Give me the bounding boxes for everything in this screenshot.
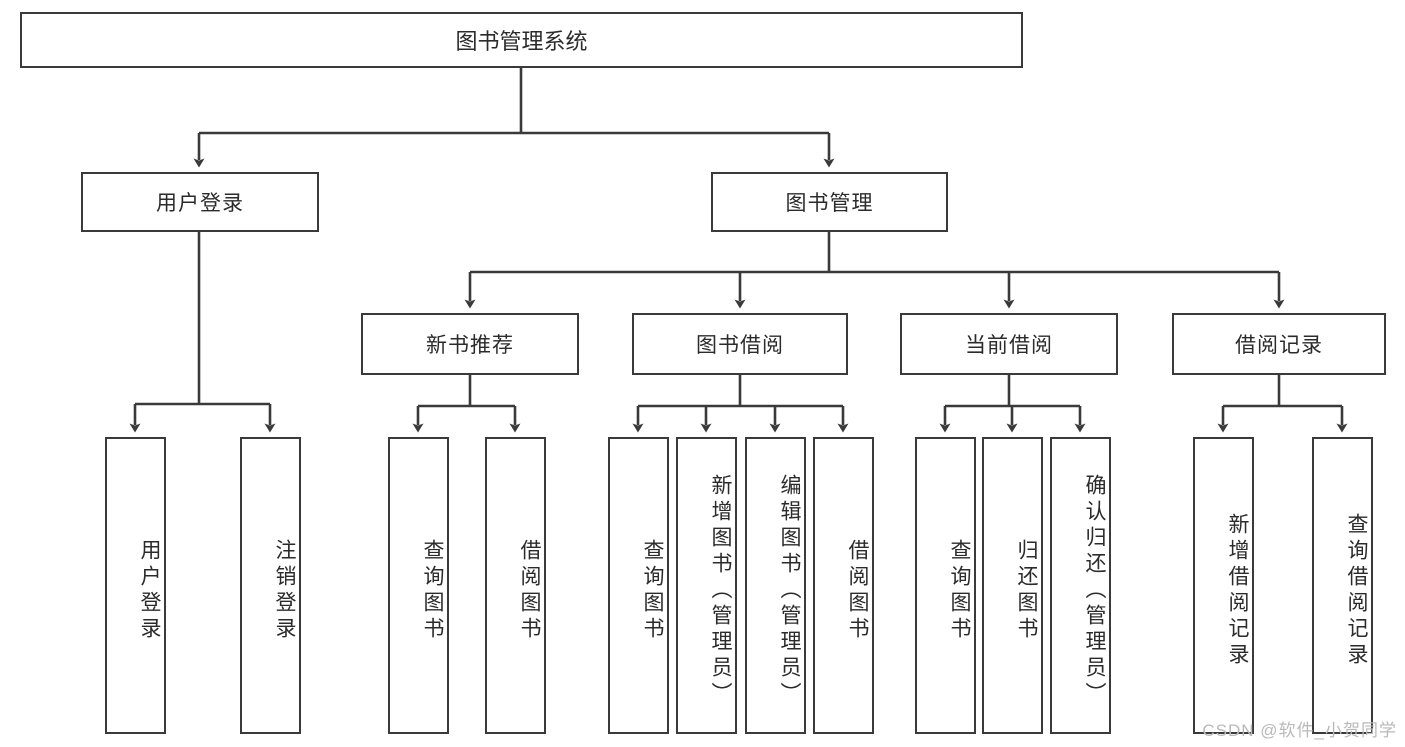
node-user-login[interactable]: 用户登录 [81, 172, 319, 232]
leaf-confirm-return-admin[interactable]: 确认归还（管理员） [1050, 437, 1111, 734]
leaf-logout-login[interactable]: 注销登录 [240, 437, 301, 734]
node-current-borrow[interactable]: 当前借阅 [900, 313, 1118, 375]
leaf-add-borrow-record[interactable]: 新增借阅记录 [1193, 437, 1254, 734]
leaf-query-borrow-record[interactable]: 查询借阅记录 [1312, 437, 1373, 734]
leaf-query-book-current[interactable]: 查询图书 [915, 437, 976, 734]
leaf-edit-book-admin[interactable]: 编辑图书（管理员） [745, 437, 806, 734]
leaf-return-book[interactable]: 归还图书 [982, 437, 1043, 734]
leaf-borrow-book-recommend[interactable]: 借阅图书 [485, 437, 546, 734]
leaf-query-book-recommend[interactable]: 查询图书 [388, 437, 449, 734]
node-root-system[interactable]: 图书管理系统 [20, 12, 1023, 68]
node-borrow-record[interactable]: 借阅记录 [1172, 313, 1386, 375]
node-book-borrow[interactable]: 图书借阅 [632, 313, 848, 375]
leaf-user-login[interactable]: 用户登录 [105, 437, 166, 734]
node-book-management[interactable]: 图书管理 [711, 172, 948, 232]
node-new-book-recommend[interactable]: 新书推荐 [361, 313, 579, 375]
leaf-borrow-book[interactable]: 借阅图书 [813, 437, 874, 734]
leaf-query-book-borrow[interactable]: 查询图书 [608, 437, 669, 734]
leaf-add-book-admin[interactable]: 新增图书（管理员） [676, 437, 737, 734]
